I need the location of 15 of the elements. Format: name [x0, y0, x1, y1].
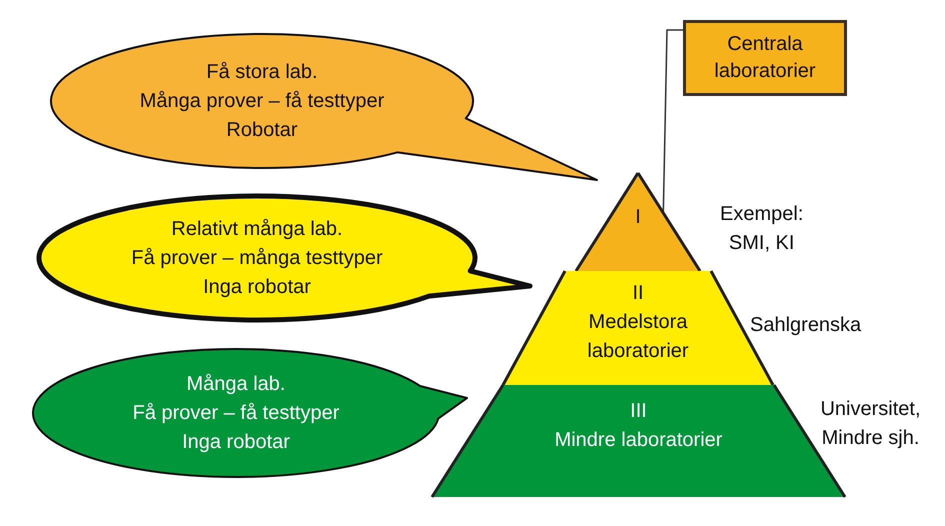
bubble-text: Få stora lab.: [206, 60, 318, 84]
bubble-text: Relativt många lab.: [171, 216, 343, 242]
bubble-text: Många prover – få testtyper: [140, 88, 384, 114]
bubble-text: Få prover – få testtyper: [132, 400, 340, 426]
bubble-text: Robotar: [226, 118, 298, 142]
speech-bubble: [30, 345, 470, 481]
example-text: Universitet, Mindre sjh.: [819, 397, 922, 451]
bubble-text: Inga robotar: [203, 274, 311, 300]
example-text: Exempel: SMI, KI: [720, 202, 804, 256]
bubble-text: Många lab.: [186, 372, 286, 396]
bubble-text: Få prover – många testtyper: [131, 246, 383, 270]
label-box: Centrala laboratorier: [683, 20, 847, 96]
leader-line: [662, 29, 683, 214]
example-text: Sahlgrenska: [750, 313, 862, 338]
bubble-text: Inga robotar: [182, 430, 290, 454]
